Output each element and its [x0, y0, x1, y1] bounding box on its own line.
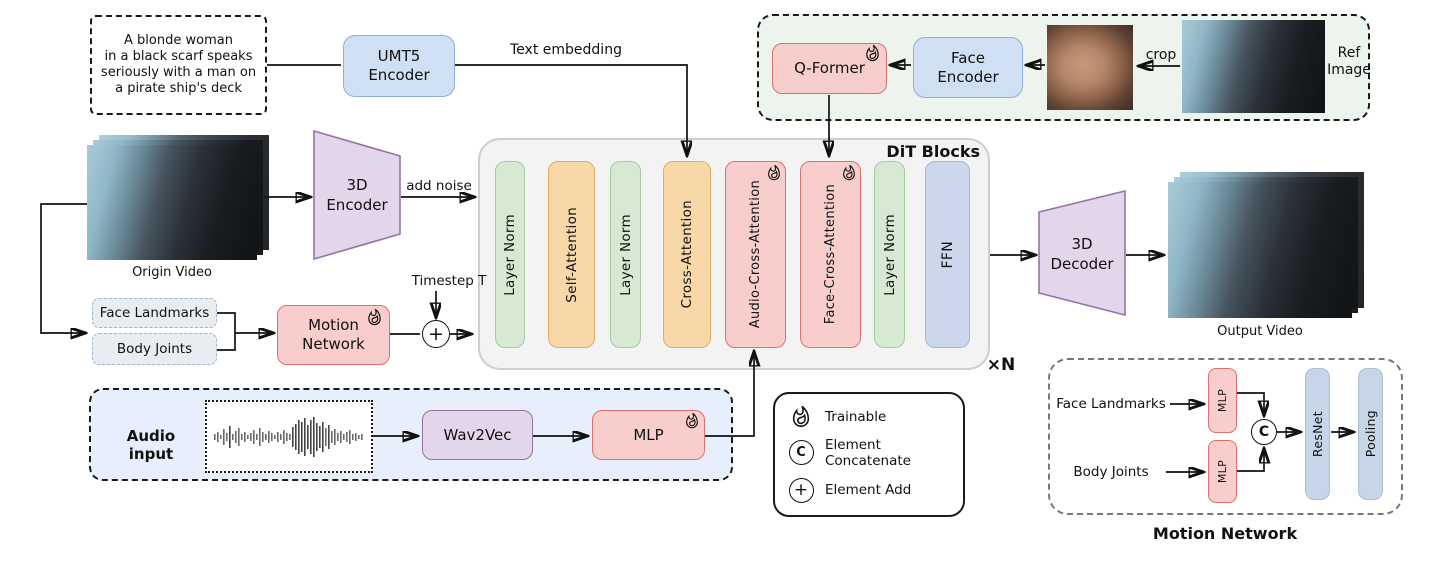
audio-mlp-block: MLP — [592, 410, 705, 460]
trainable-flame-icon — [366, 309, 383, 326]
text-embedding-label: Text embedding — [510, 42, 622, 58]
detail-face-landmarks-label: Face Landmarks — [1056, 396, 1166, 412]
element-add-node: + — [422, 320, 450, 348]
encoder-3d-label: 3D Encoder — [326, 176, 388, 214]
trainable-flame-icon — [766, 165, 782, 181]
trainable-flame-icon — [841, 165, 857, 181]
wire-origin-branch-to-landmarks — [40, 203, 88, 333]
legend-panel: Trainable C Element Concatenate + Elemen… — [773, 392, 965, 517]
detail-mlp-label: MLP — [1215, 459, 1229, 484]
dit-block-label: Audio-Cross-Attention — [748, 180, 763, 329]
legend-item-trainable: Trainable — [787, 406, 951, 428]
audio-waveform-box — [205, 400, 373, 473]
audio-waveform — [214, 416, 363, 457]
detail-mlp-body-block: MLP — [1208, 440, 1237, 503]
detail-resnet-block: ResNet — [1305, 368, 1330, 500]
wire-landmarks-joints-bracket — [217, 312, 236, 351]
legend-label: Trainable — [825, 409, 887, 426]
face-encoder-block: Face Encoder — [913, 37, 1023, 98]
legend-label: Element Concatenate — [825, 436, 911, 469]
timestep-label: Timestep T — [411, 273, 487, 289]
trainable-flame-icon — [864, 45, 881, 62]
dit-block-label: Layer Norm — [617, 213, 634, 296]
dit-block-face-cross-attention: Face-Cross-Attention — [800, 161, 861, 348]
face-crop-image — [1047, 25, 1133, 110]
motion-network-block: Motion Network — [277, 305, 390, 365]
audio-input-label: Audio input — [126, 427, 176, 463]
decoder-3d-shape — [1038, 190, 1126, 316]
dit-block-layer-norm-3: Layer Norm — [874, 161, 905, 348]
detail-pooling-label: Pooling — [1362, 410, 1378, 458]
output-video-caption: Output Video — [1217, 324, 1303, 339]
add-noise-label: add noise — [406, 178, 472, 194]
dit-block-layer-norm-2: Layer Norm — [610, 161, 641, 348]
dit-block-label: Face-Cross-Attention — [823, 184, 838, 325]
dit-repeat-label: ×N — [986, 355, 1016, 375]
dit-block-cross-attention: Cross-Attention — [663, 161, 711, 348]
motion-network-detail-title: Motion Network — [1152, 524, 1298, 543]
text-prompt-box: A blonde woman in a black scarf speaks s… — [90, 15, 267, 115]
wav2vec-block: Wav2Vec — [422, 410, 533, 460]
detail-mlp-label: MLP — [1215, 388, 1229, 413]
output-video-stack — [1168, 172, 1364, 318]
add-symbol-icon: + — [788, 477, 814, 503]
legend-item-add: + Element Add — [787, 477, 951, 503]
body-joints-block: Body Joints — [92, 333, 217, 365]
trainable-flame-icon — [790, 406, 812, 428]
encoder-3d-shape — [313, 130, 401, 260]
dit-block-audio-cross-attention: Audio-Cross-Attention — [725, 161, 786, 348]
ref-image — [1182, 20, 1325, 113]
origin-video-frame — [87, 145, 257, 260]
dit-block-label: Cross-Attention — [679, 200, 695, 309]
dit-block-label: Self-Attention — [563, 206, 580, 303]
detail-concat-node: C — [1251, 419, 1277, 445]
dit-block-layer-norm-1: Layer Norm — [495, 161, 525, 348]
concat-symbol-icon: C — [788, 440, 814, 466]
dit-blocks-title: DiT Blocks — [886, 142, 980, 161]
face-landmarks-block: Face Landmarks — [92, 298, 217, 328]
detail-mlp-face-block: MLP — [1208, 368, 1237, 433]
trainable-flame-icon — [684, 413, 700, 429]
dit-block-label: Layer Norm — [881, 213, 898, 296]
decoder-3d-label: 3D Decoder — [1050, 235, 1114, 273]
output-video-frame — [1168, 182, 1352, 318]
origin-video-stack — [87, 135, 269, 260]
dit-block-ffn: FFN — [925, 161, 970, 348]
detail-pooling-block: Pooling — [1358, 368, 1383, 500]
detail-resnet-label: ResNet — [1309, 410, 1325, 458]
detail-body-joints-label: Body Joints — [1073, 464, 1149, 480]
origin-video-caption: Origin Video — [132, 265, 212, 280]
ref-image-label: Ref Image — [1327, 45, 1371, 78]
dit-block-label: FFN — [939, 240, 956, 269]
crop-label: crop — [1145, 47, 1177, 63]
umt5-encoder-block: UMT5 Encoder — [343, 35, 455, 97]
legend-item-concatenate: C Element Concatenate — [787, 437, 951, 469]
dit-block-self-attention: Self-Attention — [548, 161, 595, 348]
legend-label: Element Add — [825, 482, 912, 499]
